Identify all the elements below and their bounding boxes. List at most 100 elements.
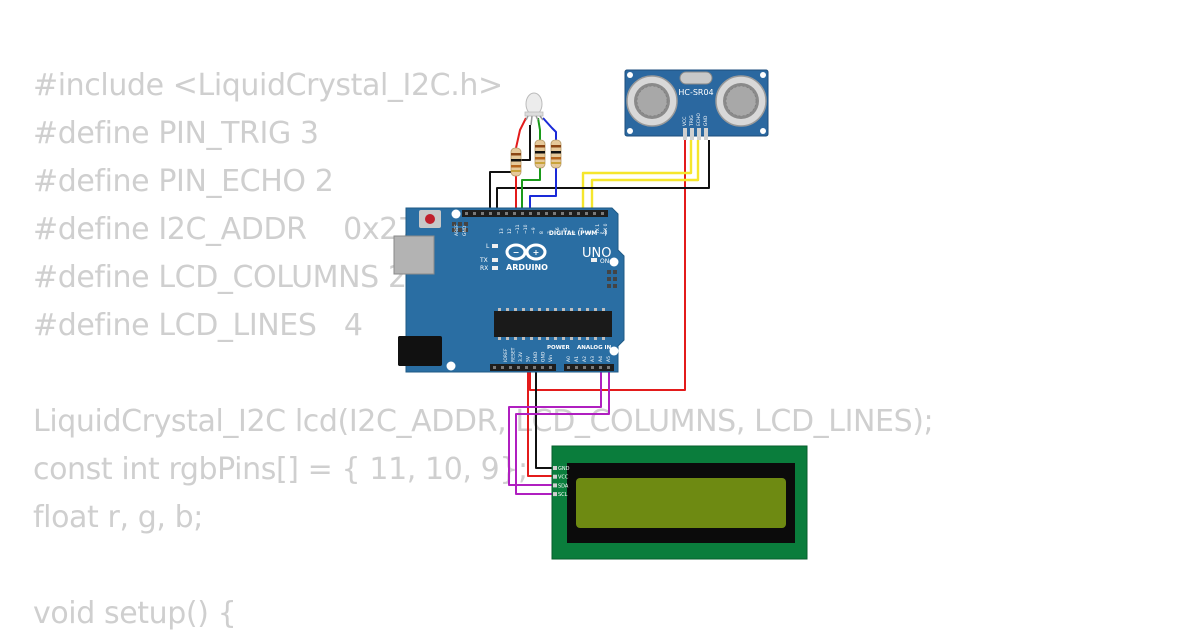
digital-pin-label: ~10 [523, 224, 529, 234]
atmega-chip [494, 311, 612, 337]
header-pin [561, 212, 564, 215]
wire-lcd-gnd [535, 372, 556, 469]
power-pin-label: IOREF [503, 348, 509, 362]
sensor-pin-label: GND [703, 115, 709, 126]
sensor-pin-label: VCC [682, 117, 688, 126]
wire-led-red [515, 117, 527, 149]
header-pin [575, 366, 578, 369]
lcd-pin-label: VCC [558, 475, 569, 481]
code-line: #define PIN_ECHO 2 [33, 164, 334, 199]
analog-pin-label: A1 [574, 356, 580, 362]
header-pin [601, 212, 604, 215]
lcd-pin [553, 466, 557, 470]
transducer-right [715, 75, 767, 127]
lcd-pin-label: SDA [558, 483, 569, 489]
header-pin [567, 366, 570, 369]
header-pin [591, 366, 594, 369]
wire-lcd-scl [515, 372, 610, 495]
header-pin [529, 212, 532, 215]
header-pin [505, 212, 508, 215]
power-pin-label: Vin [548, 355, 554, 362]
digital-pin-label: 12 [507, 228, 513, 234]
wire-sensor-trig [581, 140, 693, 214]
header-pin [577, 212, 580, 215]
header-pin [549, 366, 552, 369]
header-pin [607, 366, 610, 369]
analog-pin-label: A0 [566, 356, 572, 362]
header-pin [525, 366, 528, 369]
code-line: #include <LiquidCrystal_I2C.h> [33, 68, 503, 103]
lcd-pin [553, 483, 557, 488]
code-line: float r, g, b; [33, 500, 204, 535]
wire-sensor-gnd [496, 140, 710, 214]
l-led-label: L [486, 243, 490, 250]
analog-pin-label: A3 [590, 356, 596, 362]
wire-sensor-vcc [529, 140, 686, 391]
resistor-blue [550, 139, 562, 169]
lcd-pin-label: SCL [558, 492, 568, 498]
power-pin-label: 3.3V [518, 351, 524, 362]
code-line: #define PIN_TRIG 3 [33, 116, 319, 151]
analog-label: ANALOG IN [577, 345, 612, 351]
digital-pin-label: ~6 [555, 227, 561, 234]
header-pin [489, 212, 492, 215]
lcd-pin [553, 474, 557, 479]
header-pin [583, 366, 586, 369]
wire-blue-to-9 [529, 168, 557, 214]
analog-pin-label: A2 [582, 356, 588, 362]
sensor-pin-label: ECHO [696, 113, 702, 126]
digital-pin-label: TX 1 [595, 224, 601, 235]
digital-pin-label: RX 0 [603, 223, 609, 234]
digital-header [462, 210, 608, 217]
lcd-pin-label: GND [558, 466, 570, 472]
digital-pin-label: ~11 [515, 224, 521, 234]
header-pin [465, 212, 468, 215]
header-pin [497, 212, 500, 215]
svg-text:−: − [513, 248, 520, 257]
resistor-red [510, 147, 522, 177]
header-pin [513, 212, 516, 215]
rx-led-label: RX [480, 265, 488, 272]
header-pin [569, 212, 572, 215]
on-led-label: ON [600, 258, 609, 265]
header-pin [509, 366, 512, 369]
lcd-display: GND VCC SDA SCL [551, 445, 808, 560]
header-pin [599, 366, 602, 369]
digital-pin-label: ~3 [579, 227, 585, 234]
digital-label: DIGITAL (PWM ~) [549, 230, 607, 237]
wire-led-green [537, 117, 541, 140]
sensor-pin-label: TRIG [689, 115, 695, 127]
header-pin [545, 212, 548, 215]
sensor-model-label: HC-SR04 [678, 88, 713, 97]
code-line: const int rgbPins[] = { 11, 10, 9}; [33, 452, 528, 487]
uno-label: UNO [582, 246, 611, 261]
tx-led-label: TX [479, 257, 488, 264]
digital-header-pins [465, 212, 604, 215]
header-pin [521, 212, 524, 215]
transducer-left [626, 75, 678, 127]
header-pin [493, 366, 496, 369]
digital-pin-label: 13 [499, 228, 505, 234]
rgb-led [524, 92, 544, 126]
code-line: #define LCD_LINES 4 [33, 308, 363, 343]
code-line: LiquidCrystal_I2C lcd(I2C_ADDR, LCD_COLU… [33, 404, 934, 439]
header-pin [541, 366, 544, 369]
digital-pin-label: 8 [539, 231, 545, 234]
header-pin [473, 212, 476, 215]
lcd-screen [576, 478, 786, 528]
resistor-green [534, 139, 546, 169]
header-pin [501, 366, 504, 369]
arduino-logo-icon [505, 243, 547, 261]
wire-led-blue [542, 117, 557, 140]
bottom-header-pins [493, 366, 610, 369]
header-pin [481, 212, 484, 215]
header-pin [553, 212, 556, 215]
power-header [490, 364, 556, 371]
analog-header [564, 364, 614, 371]
analog-pin-label: A4 [598, 356, 604, 362]
